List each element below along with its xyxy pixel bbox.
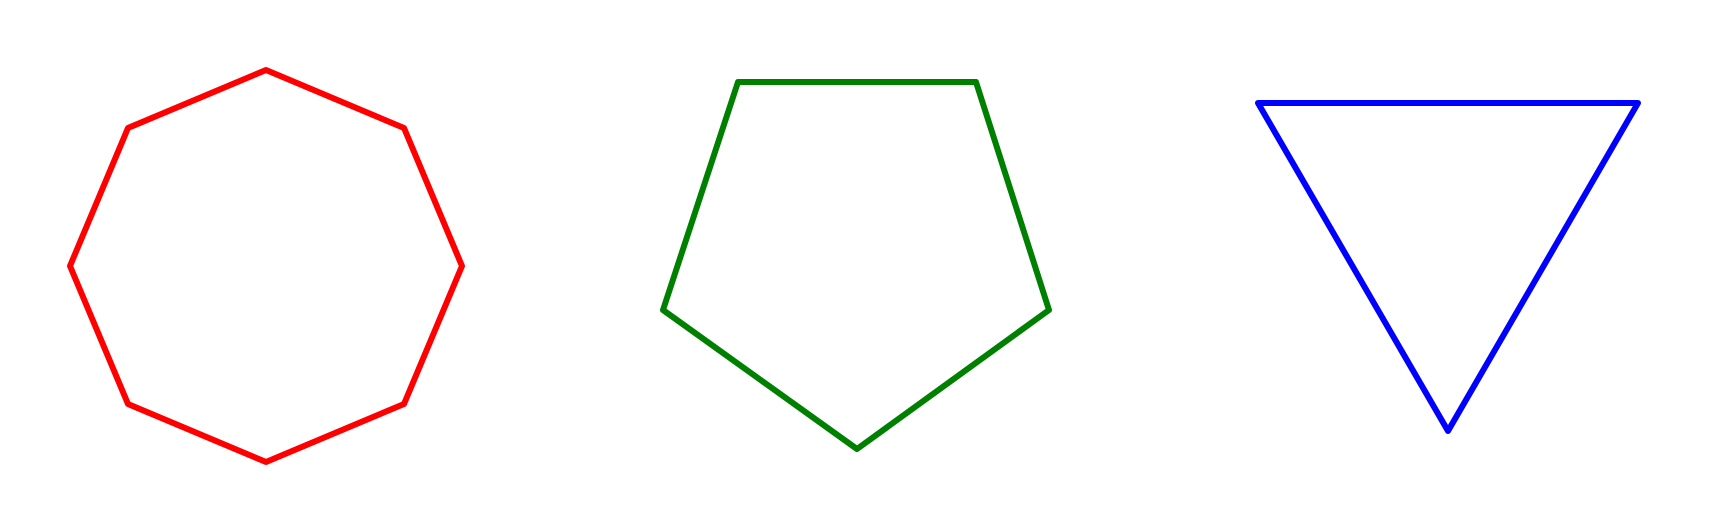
green-pentagon xyxy=(660,79,1052,452)
blue-triangle xyxy=(1255,100,1641,434)
red-octagon xyxy=(67,67,465,465)
